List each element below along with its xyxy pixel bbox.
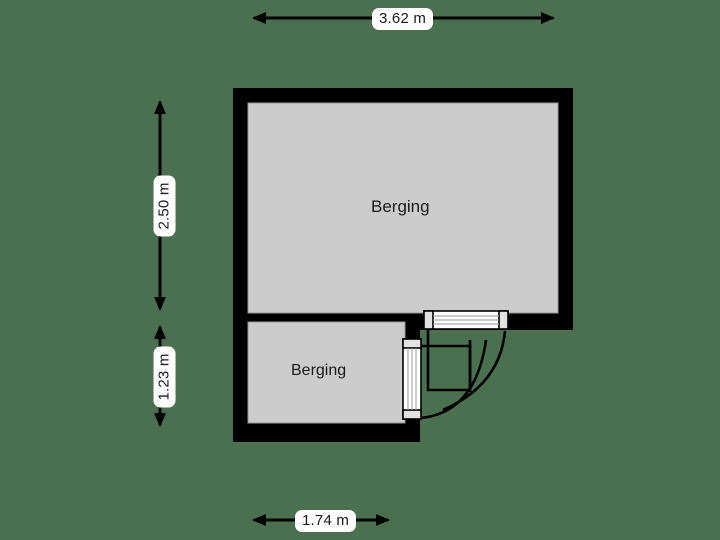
dimension-label-bottom: 1.74 m [295, 510, 357, 532]
room-floor-main [247, 102, 559, 314]
door-second-east [402, 338, 488, 420]
dimension-label-left-upper: 2.50 m [153, 175, 176, 237]
dimension-label-left-lower: 1.23 m [153, 346, 176, 408]
door-main-south [423, 310, 509, 412]
room-label-main: Berging [371, 197, 430, 216]
room-floor-second [247, 321, 406, 424]
dimension-label-top: 3.62 m [372, 8, 434, 30]
room-label-second: Berging [291, 362, 347, 379]
